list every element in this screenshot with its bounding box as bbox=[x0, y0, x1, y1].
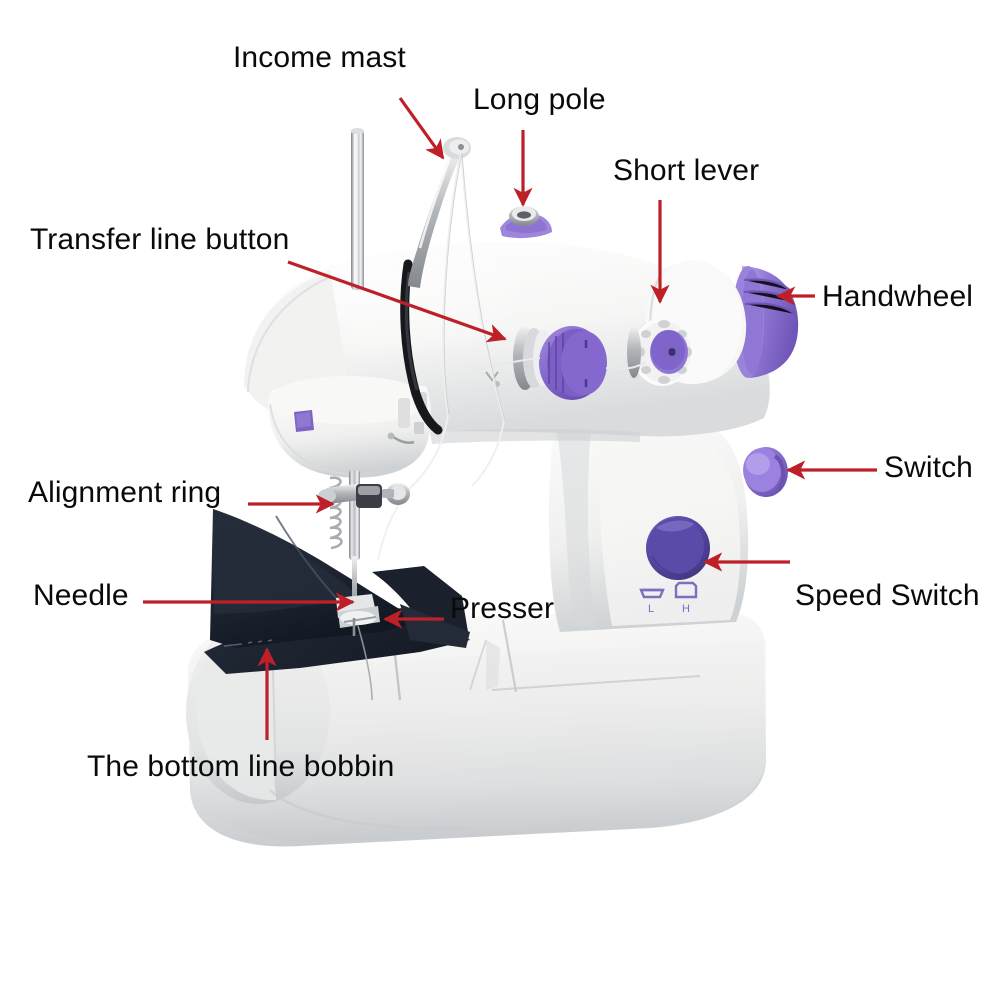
label-speed-switch: Speed Switch bbox=[795, 579, 980, 612]
machine-base bbox=[186, 609, 766, 847]
label-income-mast: Income mast bbox=[233, 41, 406, 74]
speed-high-letter: H bbox=[682, 603, 690, 615]
speed-switch-knob[interactable] bbox=[646, 516, 710, 580]
bobbin-winder[interactable] bbox=[627, 318, 692, 386]
label-alignment-ring: Alignment ring bbox=[28, 476, 222, 509]
long-pole-knob[interactable] bbox=[500, 206, 552, 239]
label-presser: Presser bbox=[450, 592, 555, 625]
label-short-lever: Short lever bbox=[613, 154, 760, 187]
speed-markings: L H bbox=[639, 581, 698, 615]
label-bottom-line-bobbin: The bottom line bobbin bbox=[87, 750, 395, 783]
label-switch: Switch bbox=[884, 451, 973, 484]
label-long-pole: Long pole bbox=[473, 83, 606, 116]
speed-low-letter: L bbox=[648, 603, 654, 615]
label-transfer-line-button: Transfer line button bbox=[30, 223, 290, 256]
spool-pin bbox=[351, 128, 364, 290]
label-needle: Needle bbox=[33, 579, 129, 612]
take-up-lever bbox=[408, 137, 471, 288]
power-switch[interactable] bbox=[743, 447, 788, 497]
tension-dial[interactable] bbox=[469, 326, 647, 400]
label-handwheel: Handwheel bbox=[822, 280, 974, 313]
